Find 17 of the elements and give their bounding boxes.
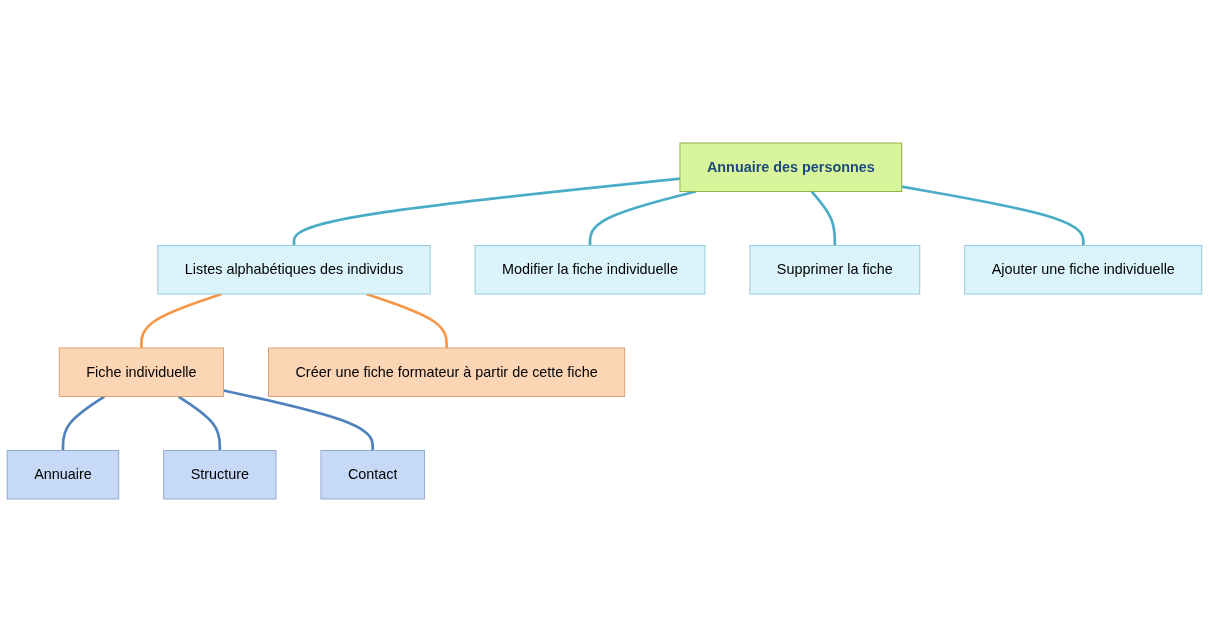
node-box: Contact xyxy=(320,450,425,500)
node-box: Annuaire xyxy=(6,450,120,500)
connector xyxy=(588,190,697,246)
node-box: Modifier la fiche individuelle xyxy=(474,245,706,295)
node-box: Ajouter une fiche individuelle xyxy=(964,245,1203,295)
node-box: Supprimer la fiche xyxy=(749,245,921,295)
connector xyxy=(61,395,105,451)
node-box: Fiche individuelle xyxy=(58,347,224,397)
connector xyxy=(810,190,837,246)
node-box: Structure xyxy=(163,450,277,500)
node-box: Créer une fiche formateur à partir de cette fiche xyxy=(268,347,626,397)
connector xyxy=(901,185,1085,246)
connector xyxy=(223,389,375,451)
connector xyxy=(177,395,222,451)
node-box: Annuaire des personnes xyxy=(679,142,903,192)
node-box: Listes alphabétiques des individus xyxy=(157,245,431,295)
connector xyxy=(292,177,681,246)
